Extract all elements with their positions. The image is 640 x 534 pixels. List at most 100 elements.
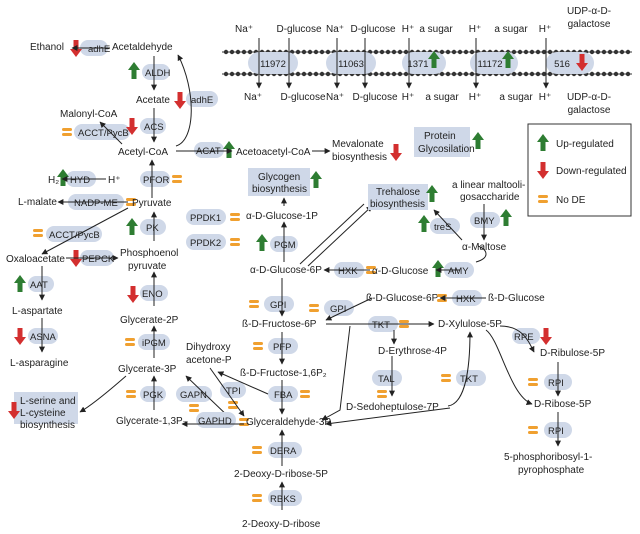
lipid-head [457,49,463,55]
lipid-head [619,49,625,55]
lipid-head [307,71,313,77]
lipid-head [535,49,541,55]
lipid-head [391,71,397,77]
met-acetaldehyde: Acetaldehyde [112,42,173,53]
lipid-head [223,71,229,77]
lipid-head [589,49,595,55]
met-ag6p: α-D-Glucose-6P [250,265,322,276]
svg-text:H⁺: H⁺ [469,92,482,103]
svg-text:TPI: TPI [226,386,241,397]
svg-text:H⁺: H⁺ [402,92,415,103]
svg-text:Protein: Protein [424,131,456,142]
transporter-516: 516 H⁺ UDP-α-D- galactose H⁺ UDP-α-D- ga… [539,6,611,116]
svg-text:a sugar: a sugar [419,24,453,35]
lipid-head [607,49,613,55]
met-acetoacetyl-coa: Acetoacetyl-CoA [236,147,311,158]
lipid-head [595,71,601,77]
svg-text:11972: 11972 [260,59,286,70]
svg-text:HXK: HXK [338,266,358,277]
lipid-head [235,49,241,55]
lipid-head [607,71,613,77]
lipid-head [469,49,475,55]
lipid-head [385,71,391,77]
lipid-head [589,71,595,77]
svg-text:Glycosilation: Glycosilation [418,144,475,155]
svg-text:adhE: adhE [88,44,110,55]
lipid-head [613,49,619,55]
met-acetyl-coa: Acetyl-CoA [118,147,168,158]
lipid-head [379,71,385,77]
met-glycerate-2p: Glycerate-2P [120,315,179,326]
svg-text:PK: PK [146,223,159,234]
lipid-head [619,71,625,77]
transporter-11972: 11972 Na⁺ D-glucose Na⁺ D-glucose [235,24,326,103]
lipid-head [439,71,445,77]
met-xylulose5p: D-Xylulose-5P [438,319,502,330]
lipid-head [511,49,517,55]
lipid-head [463,49,469,55]
lipid-head [541,49,547,55]
met-ethanol: Ethanol [30,42,64,53]
svg-text:RPI: RPI [548,378,564,389]
svg-text:TAL: TAL [378,374,395,385]
svg-text:BMY: BMY [474,216,495,227]
met-deoxyribose: 2-Deoxy-D-ribose [242,519,321,530]
svg-text:PFOR: PFOR [143,175,170,186]
transporter-11172: 11172 H⁺ a sugar H⁺ a sugar [469,24,534,103]
lipid-head [595,49,601,55]
lipid-head [457,71,463,77]
lipid-head [445,49,451,55]
lipid-head [373,71,379,77]
lipid-head [451,49,457,55]
lipid-head [445,71,451,77]
met-a-glucose: α-D-Glucose [372,266,429,277]
lipid-head [385,49,391,55]
lipid-head [247,49,253,55]
svg-text:RPE: RPE [514,332,534,343]
svg-text:biosynthesis: biosynthesis [252,184,307,195]
lipid-head [325,71,331,77]
met-erythrose4p: D-Erythrose-4P [378,346,447,357]
svg-text:1371: 1371 [407,59,428,70]
lipid-head [547,49,553,55]
svg-text:Na⁺: Na⁺ [235,24,253,35]
svg-text:H⁺: H⁺ [539,92,552,103]
met-b-glucose: ß-D-Glucose [488,293,545,304]
svg-text:TKT: TKT [372,320,390,331]
met-b-g6p: ß-D-Glucose-6P [366,293,439,304]
svg-text:D-glucose: D-glucose [352,92,397,103]
legend-node-label: No DE [556,195,586,206]
lipid-head [391,49,397,55]
svg-text:PPDK1: PPDK1 [190,213,221,224]
svg-text:ACCT/PycB: ACCT/PycB [78,128,129,139]
met-malonyl-coa: Malonyl-CoA [60,109,118,120]
svg-text:D-glucose: D-glucose [276,24,321,35]
svg-text:AMY: AMY [448,266,469,277]
svg-text:ASNA: ASNA [30,332,57,343]
svg-text:HYD: HYD [70,175,90,186]
lipid-head [511,71,517,77]
lipid-head [517,49,523,55]
svg-text:PEPCK: PEPCK [82,254,115,265]
svg-text:NADP-ME: NADP-ME [74,198,118,209]
lipid-head [319,49,325,55]
svg-text:Na⁺: Na⁺ [326,24,344,35]
transporter-1371: 1371 H⁺ a sugar H⁺ a sugar [402,24,460,103]
svg-text:pyrophosphate: pyrophosphate [518,465,585,476]
svg-text:ALDH: ALDH [145,68,170,79]
lipid-head [295,49,301,55]
lipid-head [547,71,553,77]
legend-up-label: Up-regulated [556,139,614,150]
lipid-head [295,71,301,77]
lipid-head [247,71,253,77]
lipid-head [241,49,247,55]
svg-text:gosaccharide: gosaccharide [460,192,520,203]
lipid-head [523,71,529,77]
lipid-head [601,71,607,77]
met-glycerate-3p: Glycerate-3P [118,364,177,375]
svg-text:PGM: PGM [274,240,296,251]
met-f6p: ß-D-Fructose-6P [242,319,317,330]
legend: Up-regulated Down-regulated No DE [527,123,632,217]
svg-text:GPI: GPI [270,300,286,311]
lipid-head [601,49,607,55]
